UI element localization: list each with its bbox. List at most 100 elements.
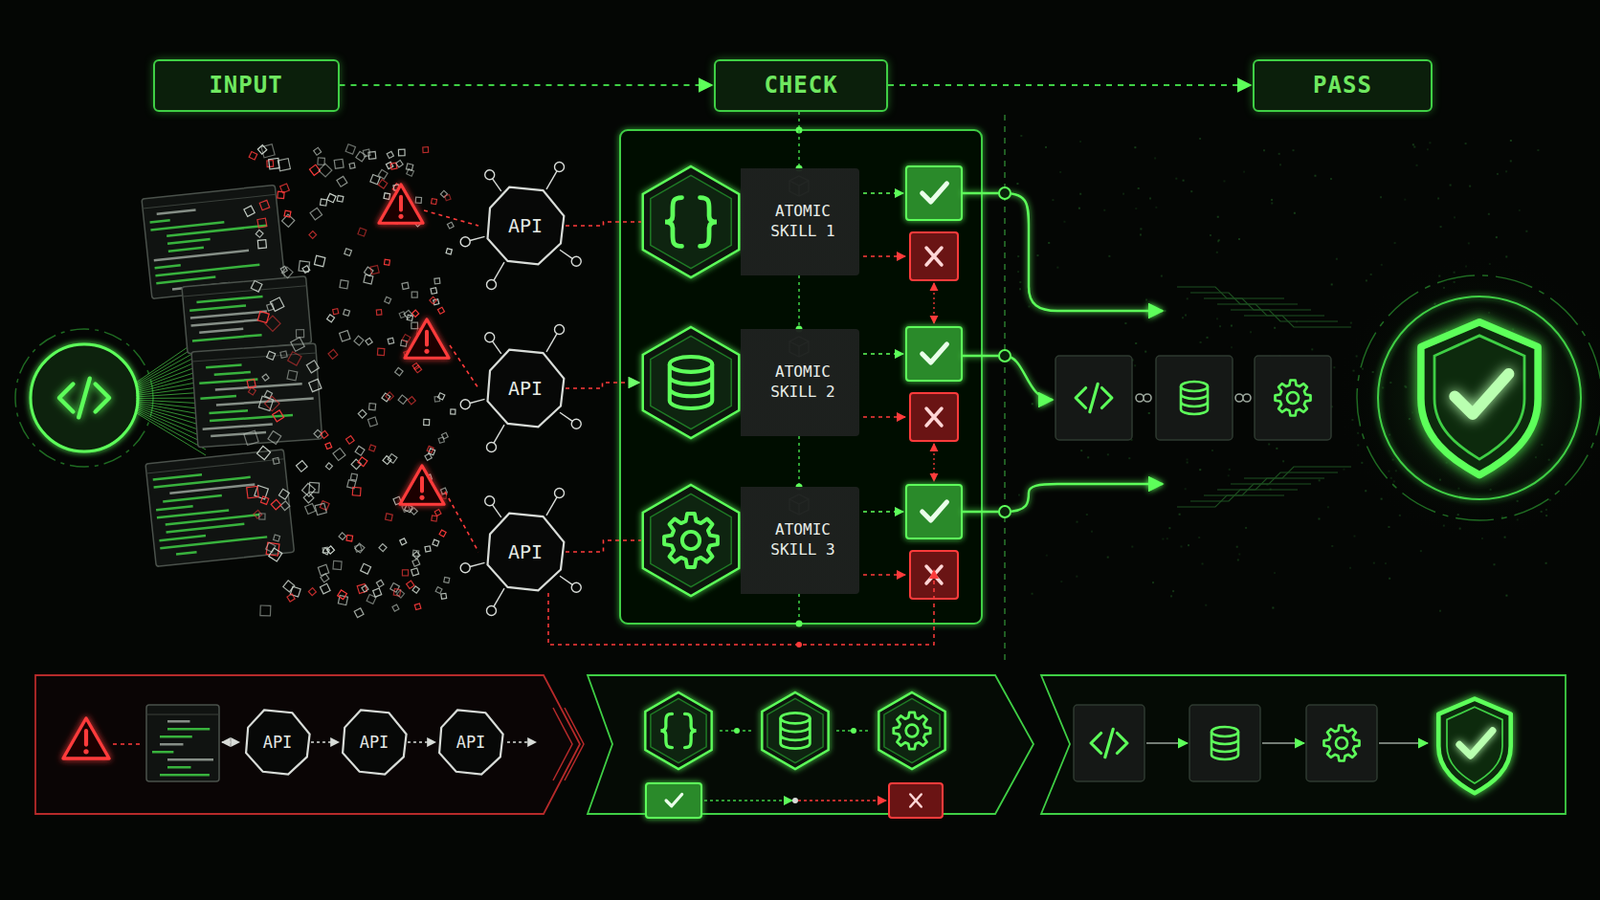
check-glyph xyxy=(666,795,683,807)
pass-band xyxy=(1041,675,1566,815)
particle xyxy=(287,594,295,602)
particle xyxy=(357,409,367,419)
x-mark xyxy=(926,408,942,426)
code-line xyxy=(200,395,237,400)
particle xyxy=(377,348,384,356)
warning-bar xyxy=(399,197,403,211)
api-chain xyxy=(407,741,436,743)
particle xyxy=(365,337,373,345)
particle xyxy=(431,199,438,205)
particle xyxy=(363,274,374,285)
particle xyxy=(383,193,391,200)
grid-dot xyxy=(1496,173,1499,176)
grid-dot xyxy=(1237,558,1240,561)
api-spoke-end xyxy=(571,256,581,267)
grid-dot xyxy=(1103,209,1106,212)
data-beam xyxy=(135,413,206,457)
database-top xyxy=(780,712,811,724)
grid-dot xyxy=(1060,580,1063,583)
particle xyxy=(268,157,280,169)
source-ring xyxy=(15,329,154,467)
code-line xyxy=(167,238,211,245)
failure-band xyxy=(35,675,580,815)
grid-dot xyxy=(1056,266,1059,269)
window-bar xyxy=(142,194,276,209)
particle xyxy=(357,227,367,237)
api-outline xyxy=(245,710,311,775)
api-outline xyxy=(439,710,503,775)
code-line xyxy=(214,371,251,377)
grid-dot xyxy=(1016,182,1019,185)
particle xyxy=(406,580,415,589)
particle xyxy=(318,163,333,178)
grid-dot xyxy=(1181,316,1184,319)
braces-icon xyxy=(660,713,696,748)
particle xyxy=(333,560,342,570)
window-frame xyxy=(146,705,220,782)
particle xyxy=(445,248,452,255)
grid-dot xyxy=(1152,581,1155,584)
warning-dot xyxy=(83,749,89,755)
grid-dot xyxy=(1230,325,1233,328)
warning-bar xyxy=(424,332,429,346)
pass-link xyxy=(1146,742,1188,745)
api-spoke xyxy=(546,333,557,353)
particle xyxy=(320,430,329,439)
grid-dot xyxy=(1236,546,1239,549)
grid-dot xyxy=(1204,604,1207,607)
spine-dot xyxy=(796,621,803,628)
particle xyxy=(411,322,419,330)
code-line xyxy=(155,275,216,285)
code-window xyxy=(146,705,220,782)
pass-link xyxy=(1262,742,1305,745)
warning-dot xyxy=(419,495,424,501)
particle xyxy=(278,488,289,500)
shield-ring xyxy=(1377,296,1581,500)
particle xyxy=(395,367,404,377)
grid-dot xyxy=(1155,206,1157,209)
api-label: API xyxy=(456,733,487,753)
particle xyxy=(412,558,421,567)
check-spine xyxy=(798,130,800,169)
grid-dot xyxy=(1350,322,1353,325)
particle xyxy=(377,169,388,179)
particle xyxy=(383,259,390,266)
particle xyxy=(403,310,413,319)
shield-outline xyxy=(1438,699,1511,795)
grid-dot xyxy=(1075,576,1078,578)
code-line xyxy=(169,483,255,495)
particle xyxy=(266,303,275,312)
particle xyxy=(339,280,349,289)
code-window xyxy=(145,449,294,568)
particle xyxy=(378,544,387,553)
shield-inner xyxy=(1446,707,1503,784)
grid-dot xyxy=(1278,153,1281,156)
particle xyxy=(345,144,356,155)
particle xyxy=(295,330,304,338)
particle xyxy=(280,501,290,512)
api-outline xyxy=(342,710,407,775)
window-frame xyxy=(191,343,323,448)
grid-dot xyxy=(1178,513,1181,516)
particle xyxy=(437,307,445,314)
particle xyxy=(355,151,367,162)
particle xyxy=(338,533,347,541)
api-spoke xyxy=(469,399,485,403)
check-panel xyxy=(620,130,982,624)
particle xyxy=(244,430,259,445)
grid-dot xyxy=(1275,447,1278,450)
grid-dot xyxy=(1199,137,1201,140)
particle xyxy=(434,278,441,285)
check-glyph xyxy=(922,183,948,202)
particle xyxy=(422,147,429,154)
circuit-node xyxy=(999,350,1011,362)
grid-dot xyxy=(1186,458,1189,461)
particle xyxy=(385,513,394,522)
code-line xyxy=(176,551,198,556)
code-line xyxy=(210,431,267,439)
particle xyxy=(336,176,348,187)
particle xyxy=(434,510,442,517)
particle xyxy=(349,162,356,169)
code-line xyxy=(167,728,210,732)
